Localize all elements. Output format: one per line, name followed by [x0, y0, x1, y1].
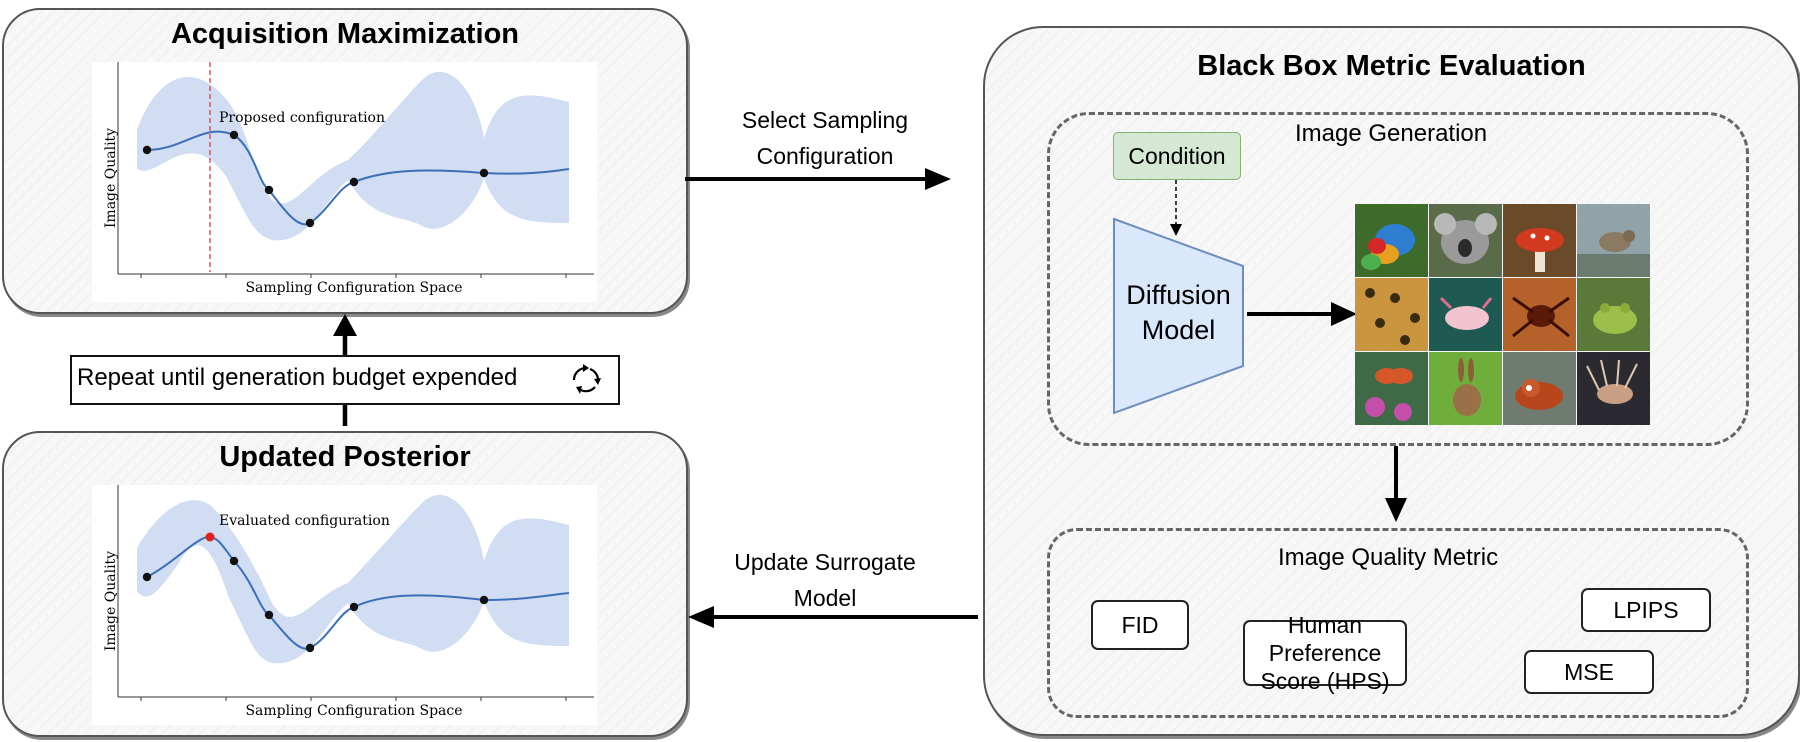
- black-box-metric-evaluation-panel: Black Box Metric Evaluation Image Genera…: [983, 26, 1800, 736]
- y-axis-label: Image Quality: [103, 127, 119, 229]
- observed-point: [229, 556, 239, 566]
- panel-title: Updated Posterior: [219, 441, 471, 473]
- x-ticks: [140, 697, 567, 701]
- panel-title: Black Box Metric Evaluation: [1197, 50, 1586, 82]
- generated-image-lorikeet: [1355, 204, 1428, 277]
- updated-posterior-panel: Updated Posterior Evaluated configuratio…: [2, 431, 688, 737]
- observed-point: [305, 218, 315, 228]
- select-arrow-label: Select Sampling Configuration: [741, 107, 909, 169]
- observed-point: [479, 168, 489, 178]
- generated-image-butterfly: [1355, 352, 1428, 425]
- condition-to-model-arrow: [1170, 180, 1182, 236]
- generated-image-jaguar: [1355, 278, 1428, 351]
- observed-point: [264, 185, 274, 195]
- y-axis-label: Image Quality: [103, 550, 119, 652]
- loop-box: Repeat until generation budget expended: [70, 355, 620, 405]
- x-axis-label: Sampling Configuration Space: [245, 280, 463, 296]
- plot-annotation: Proposed configuration: [219, 110, 386, 126]
- observed-point: [142, 572, 152, 582]
- plot-annotation: Evaluated configuration: [219, 513, 390, 529]
- image-quality-metric-label: Image Quality Metric: [1278, 544, 1499, 571]
- generated-image-frog: [1577, 278, 1650, 351]
- evaluated-point: [205, 532, 215, 542]
- generated-image-sandpiper: [1577, 204, 1650, 277]
- generated-images-grid: [1355, 204, 1651, 426]
- generated-image-koala: [1429, 204, 1502, 277]
- fid-metric-box: FID: [1091, 600, 1189, 650]
- diffusion-model-block: [1113, 217, 1244, 415]
- generated-image-hare: [1429, 352, 1502, 425]
- observed-point: [305, 643, 315, 653]
- x-ticks: [140, 274, 567, 278]
- observed-point: [142, 145, 152, 155]
- mse-metric-box: MSE: [1524, 650, 1654, 694]
- generated-image-spider: [1503, 278, 1576, 351]
- generated-image-mushroom: [1503, 204, 1576, 277]
- observed-points: [142, 130, 489, 228]
- acquisition-plot: [92, 62, 597, 302]
- refresh-cycle-icon: [572, 364, 601, 394]
- posterior-plot: [92, 485, 597, 725]
- generated-image-lionfish: [1577, 352, 1650, 425]
- lpips-metric-box: LPIPS: [1581, 588, 1711, 632]
- observed-points: [142, 556, 489, 653]
- x-axis-label: Sampling Configuration Space: [245, 703, 463, 719]
- loop-label: Repeat until generation budget expended: [77, 364, 518, 391]
- uncertainty-band: [137, 71, 569, 241]
- generation-to-metric-arrow: [1385, 446, 1407, 522]
- hps-metric-box: Human Preference Score (HPS): [1243, 612, 1407, 694]
- observed-point: [349, 602, 359, 612]
- generated-image-red-panda: [1503, 352, 1576, 425]
- observed-point: [264, 610, 274, 620]
- update-arrow: [688, 606, 978, 628]
- image-quality-metric-area: [1047, 528, 1749, 718]
- generated-image-axolotl: [1429, 278, 1502, 351]
- select-arrow: [685, 168, 951, 190]
- diffusion-model-label: Diffusion Model: [1126, 280, 1231, 345]
- model-to-images-arrow: [1247, 302, 1357, 326]
- panel-title: Acquisition Maximization: [170, 18, 520, 50]
- condition-box: Condition: [1113, 132, 1241, 180]
- observed-point: [229, 130, 239, 140]
- image-generation-area: [1047, 112, 1749, 446]
- image-generation-label: Image Generation: [1295, 120, 1488, 147]
- observed-point: [349, 177, 359, 187]
- acquisition-maximization-panel: Acquisition Maximization Proposed config…: [2, 8, 688, 314]
- uncertainty-band: [137, 494, 569, 664]
- observed-point: [479, 595, 489, 605]
- update-arrow-label: Update Surrogate Model: [734, 549, 916, 611]
